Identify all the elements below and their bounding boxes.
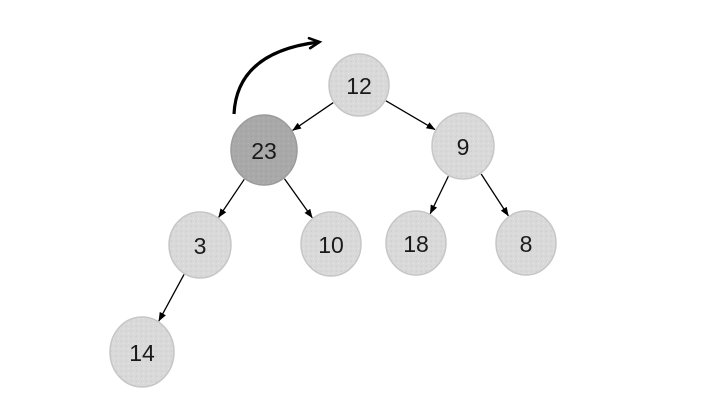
- tree-node-3: 3: [168, 211, 232, 279]
- edge-9-18: [429, 175, 449, 215]
- node-label-8: 8: [520, 231, 533, 257]
- node-circle-10: [300, 211, 362, 277]
- edge-23-3: [218, 178, 245, 218]
- node-label-3: 3: [194, 233, 207, 259]
- tree-node-12: 12: [328, 53, 390, 117]
- tree-node-14: 14: [109, 316, 175, 388]
- tree-node-9: 9: [431, 112, 495, 180]
- swap-arrow: [232, 36, 323, 115]
- tree-node-23: 23: [230, 114, 298, 186]
- edge-9-8: [480, 173, 509, 217]
- node-circle-8: [495, 210, 557, 276]
- node-label-14: 14: [129, 340, 155, 366]
- node-circle-14: [109, 316, 175, 388]
- tree-node-18: 18: [385, 210, 447, 276]
- edge-12-9: [385, 100, 436, 131]
- node-label-10: 10: [318, 232, 344, 258]
- edge-12-23: [292, 102, 334, 131]
- tree-node-10: 10: [300, 211, 362, 277]
- node-circle-9: [431, 112, 495, 180]
- node-label-12: 12: [346, 73, 372, 99]
- node-label-23: 23: [251, 138, 277, 164]
- node-circle-18: [385, 210, 447, 276]
- tree-node-8: 8: [495, 210, 557, 276]
- node-circle-3: [168, 211, 232, 279]
- node-label-18: 18: [403, 231, 429, 257]
- node-circle-23: [230, 114, 298, 186]
- node-circle-12: [328, 53, 390, 117]
- node-label-9: 9: [457, 134, 470, 160]
- edge-23-10: [283, 178, 313, 219]
- edge-3-14: [158, 274, 185, 322]
